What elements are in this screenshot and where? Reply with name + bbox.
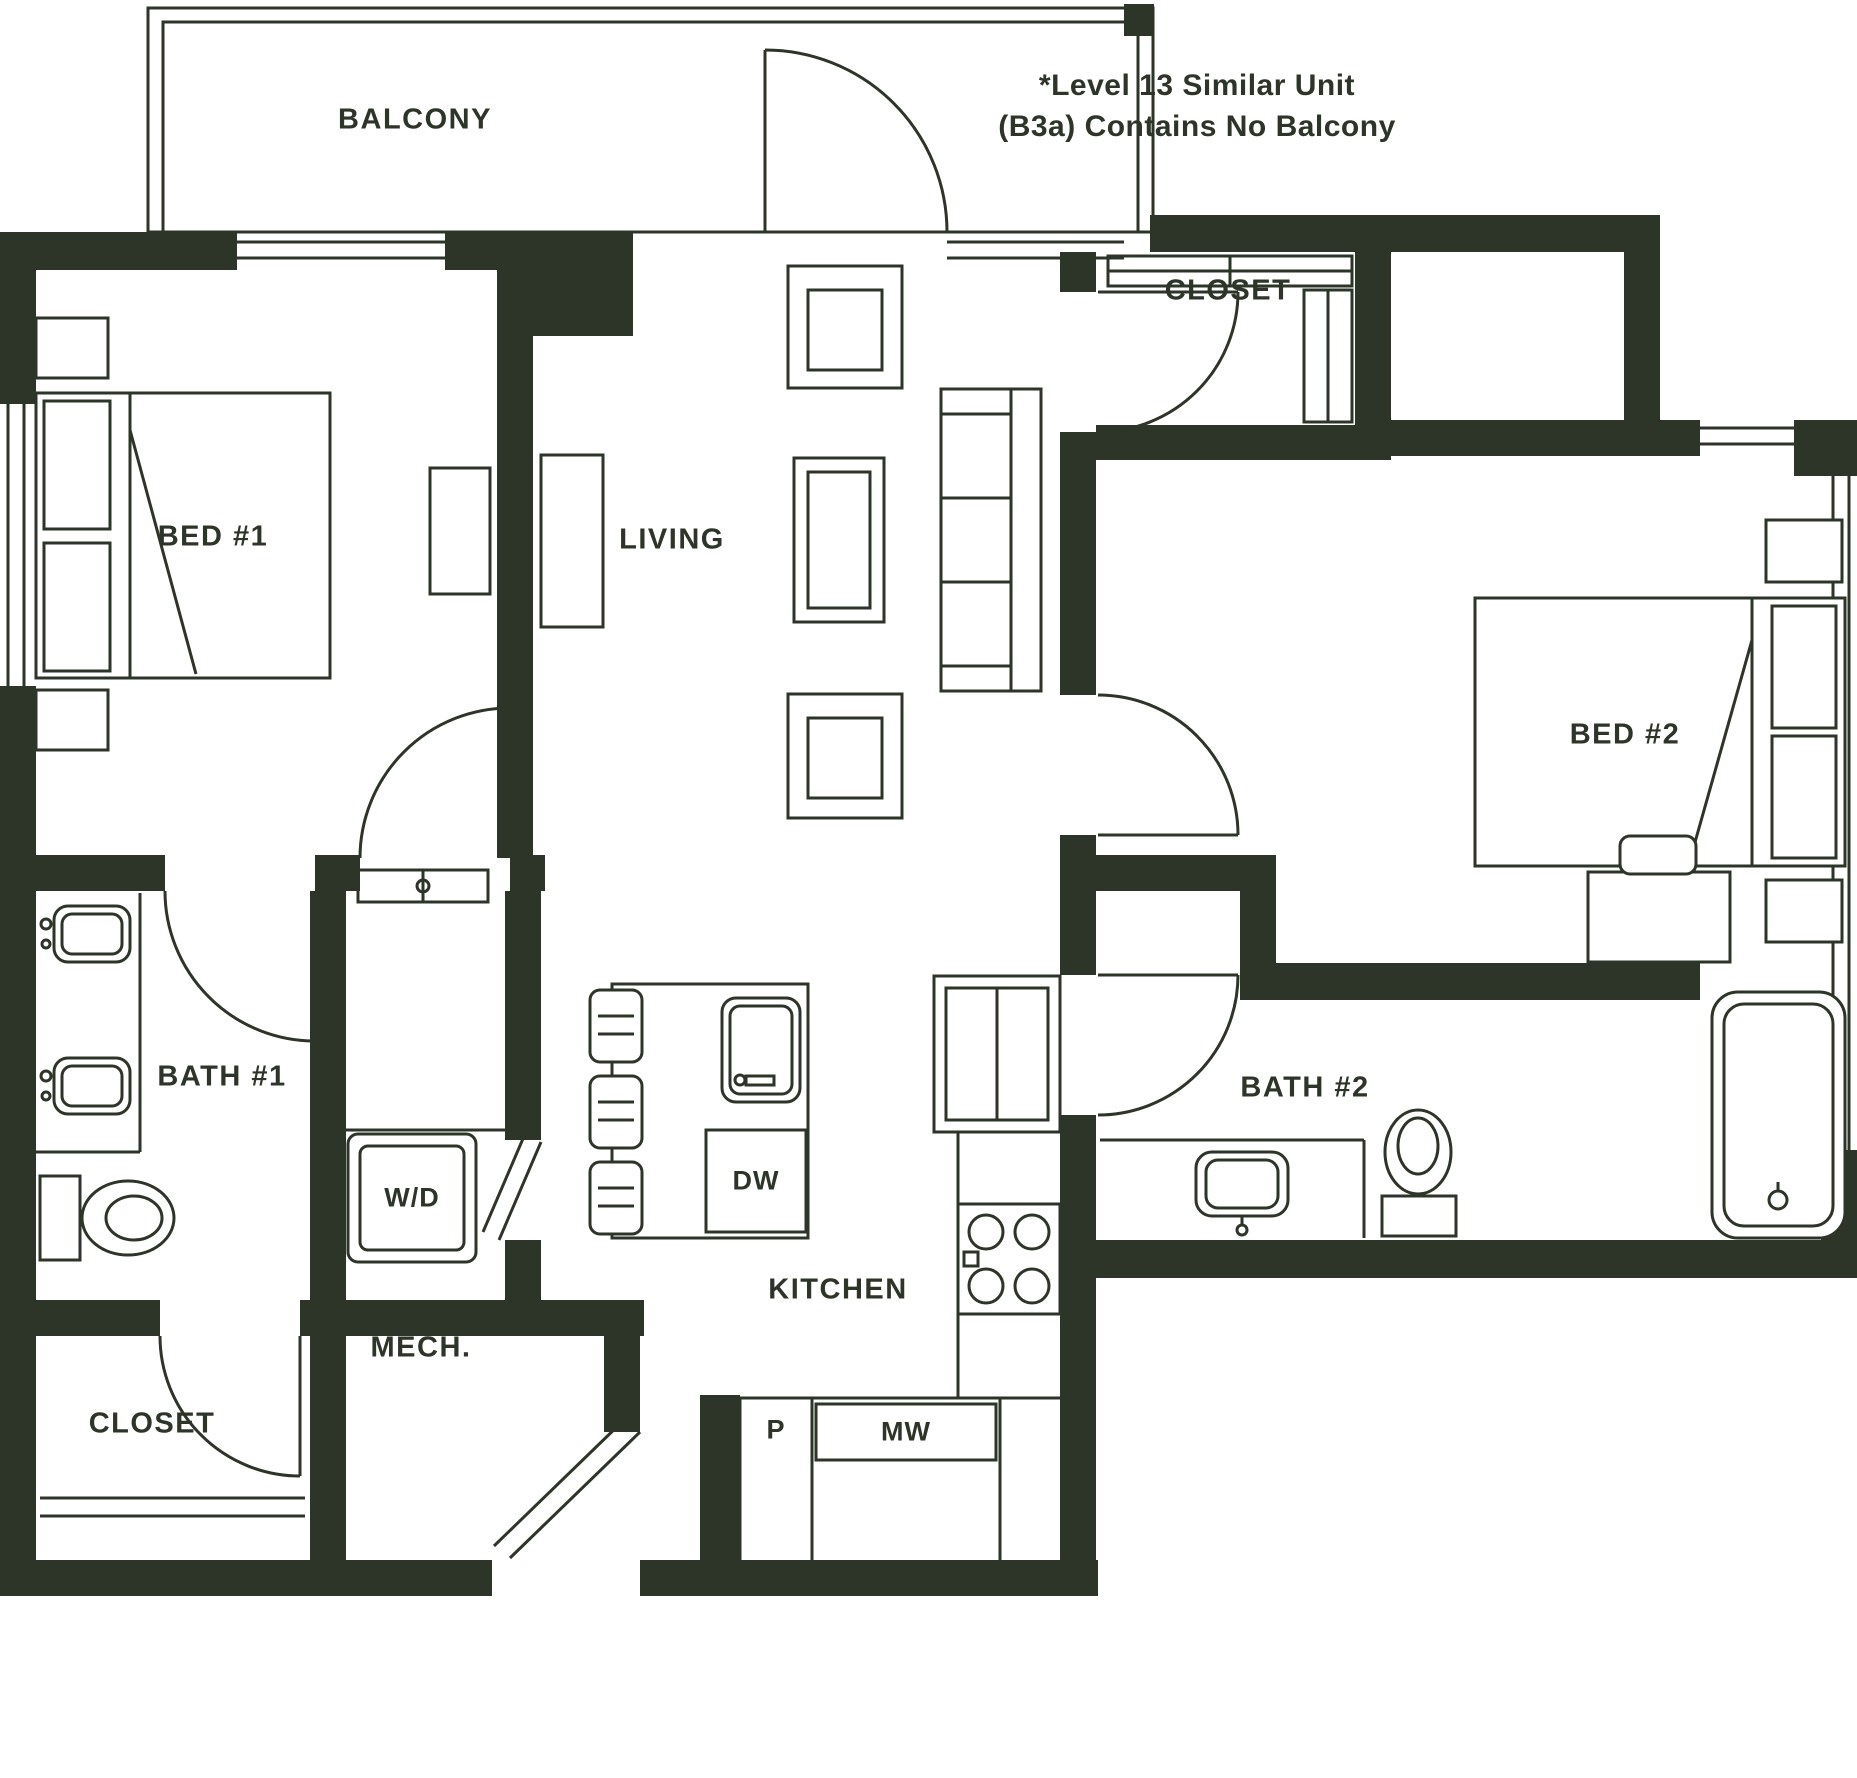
- bed2-furniture: [1473, 518, 1847, 964]
- appliance-label-dishwasher: DW: [732, 1165, 780, 1196]
- room-label-kitchen: KITCHEN: [768, 1273, 908, 1306]
- room-label-bath2: BATH #2: [1240, 1071, 1370, 1104]
- bed1-door: [358, 706, 512, 859]
- room-label-living: LIVING: [619, 523, 725, 556]
- room-label-bath1: BATH #1: [157, 1060, 287, 1093]
- mech-door: [492, 1418, 642, 1560]
- closet-bottom-fixtures: [40, 1496, 305, 1518]
- balcony-outline: [146, 4, 1155, 234]
- appliance-label-washer-dryer: W/D: [384, 1182, 440, 1213]
- bath1-door: [163, 890, 317, 1043]
- plan-note-line1: *Level 13 Similar Unit: [1038, 69, 1356, 102]
- room-label-bed1: BED #1: [157, 520, 269, 553]
- closet-bottom-door: [158, 1335, 302, 1478]
- kitchen-fixtures: [588, 974, 1062, 1560]
- bed2-door: [1097, 693, 1240, 837]
- living-furniture: [786, 264, 1043, 820]
- appliance-label-microwave: MW: [881, 1416, 931, 1447]
- appliance-label-pantry: P: [766, 1414, 786, 1445]
- plan-note-line2: (B3a) Contains No Balcony: [998, 109, 1396, 143]
- bath1-fixtures: [36, 893, 176, 1262]
- bath2-fixtures: [1100, 990, 1847, 1240]
- bed1-furniture: [34, 316, 605, 752]
- bath2-door: [1097, 973, 1240, 1117]
- room-label-bed2: BED #2: [1569, 718, 1681, 751]
- balcony-door: [763, 48, 949, 233]
- room-label-closet-top: CLOSET: [1164, 274, 1292, 307]
- plan-note: *Level 13 Similar Unit (B3a) Contains No…: [998, 66, 1396, 147]
- laundry-fixtures: [346, 868, 505, 1264]
- room-label-mech: MECH.: [370, 1331, 472, 1364]
- closet-top-door: [1097, 290, 1240, 434]
- closet-top-fixtures: [1106, 254, 1354, 424]
- room-label-closet-bottom: CLOSET: [88, 1407, 216, 1440]
- laundry-door: [481, 1133, 543, 1241]
- room-label-balcony: BALCONY: [338, 103, 492, 136]
